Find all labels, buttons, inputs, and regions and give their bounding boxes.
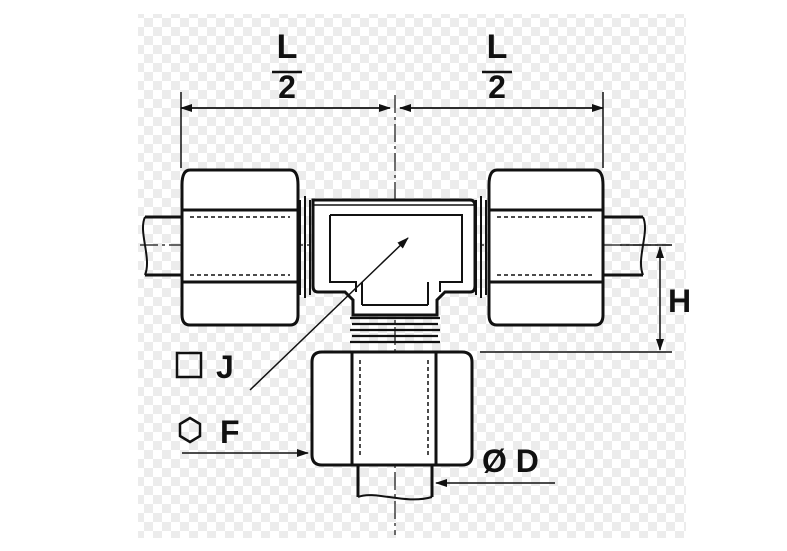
hex-size-label: F [220, 414, 240, 450]
thread-bottom [350, 316, 440, 344]
half-length-left-numerator: L [277, 28, 298, 66]
half-length-right-numerator: L [487, 28, 508, 66]
thread-left [299, 196, 311, 298]
nut-left [180, 168, 300, 327]
tube-diameter-label: Ø D [482, 443, 539, 479]
nut-right [487, 168, 605, 327]
square-size-label: J [216, 349, 234, 385]
dimension-half-length [180, 70, 604, 168]
height-label: H [668, 283, 691, 319]
nut-bottom [310, 350, 474, 467]
dimension-height [480, 244, 672, 353]
half-length-right-denominator: 2 [488, 69, 506, 105]
tube-left [141, 215, 185, 277]
hexagon-outline-icon [178, 416, 202, 444]
half-length-left-denominator: 2 [278, 69, 296, 105]
leader-square-size [249, 237, 409, 391]
tee-body [311, 198, 477, 317]
tube-bottom [356, 465, 434, 501]
square-outline-icon [175, 351, 203, 379]
